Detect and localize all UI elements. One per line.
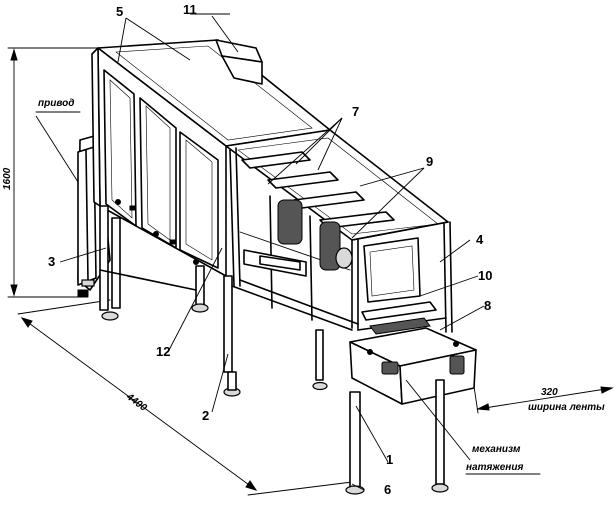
belt-width-dimension: 320 ширина ленты (469, 359, 614, 414)
door-panel-3 (179, 131, 219, 269)
height-dimension-value: 1600 (2, 167, 13, 190)
callout-6: 6 (384, 482, 391, 497)
belt-width-value: 320 (541, 387, 558, 398)
mechanism-label-line1: механизм (472, 444, 521, 455)
tension-mechanism (345, 327, 477, 495)
belt-width-label: ширина ленты (528, 402, 605, 413)
callout-11: 11 (183, 2, 197, 17)
callout-3: 3 (48, 254, 55, 269)
callout-8: 8 (484, 298, 491, 313)
callout-2: 2 (202, 408, 209, 423)
belt-end (361, 301, 437, 321)
left-legs (99, 205, 241, 397)
roller-1 (241, 151, 311, 169)
inner-roller-right (319, 221, 341, 271)
upper-cabinet (91, 39, 331, 277)
callout-12: 12 (156, 344, 170, 359)
height-dimension: 1600 (2, 47, 99, 298)
callout-10: 10 (478, 268, 492, 283)
frame-section (225, 129, 453, 391)
callout-5: 5 (116, 4, 123, 19)
belt-teeth (369, 317, 431, 335)
guard-box (363, 237, 421, 303)
roller-2 (267, 171, 339, 189)
inner-roller-left (277, 199, 303, 245)
drive-label: привод (38, 98, 74, 109)
callout-1: 1 (386, 452, 393, 467)
mechanism-label-line2: натяжения (466, 462, 523, 473)
callout-leaders (35, 13, 485, 491)
callout-9: 9 (426, 154, 433, 169)
door-panel-2 (139, 97, 177, 249)
length-dimension-value: 4400 (123, 391, 149, 414)
callout-4: 4 (476, 232, 484, 247)
callout-7: 7 (352, 104, 359, 119)
length-dimension: 4400 (17, 299, 353, 496)
